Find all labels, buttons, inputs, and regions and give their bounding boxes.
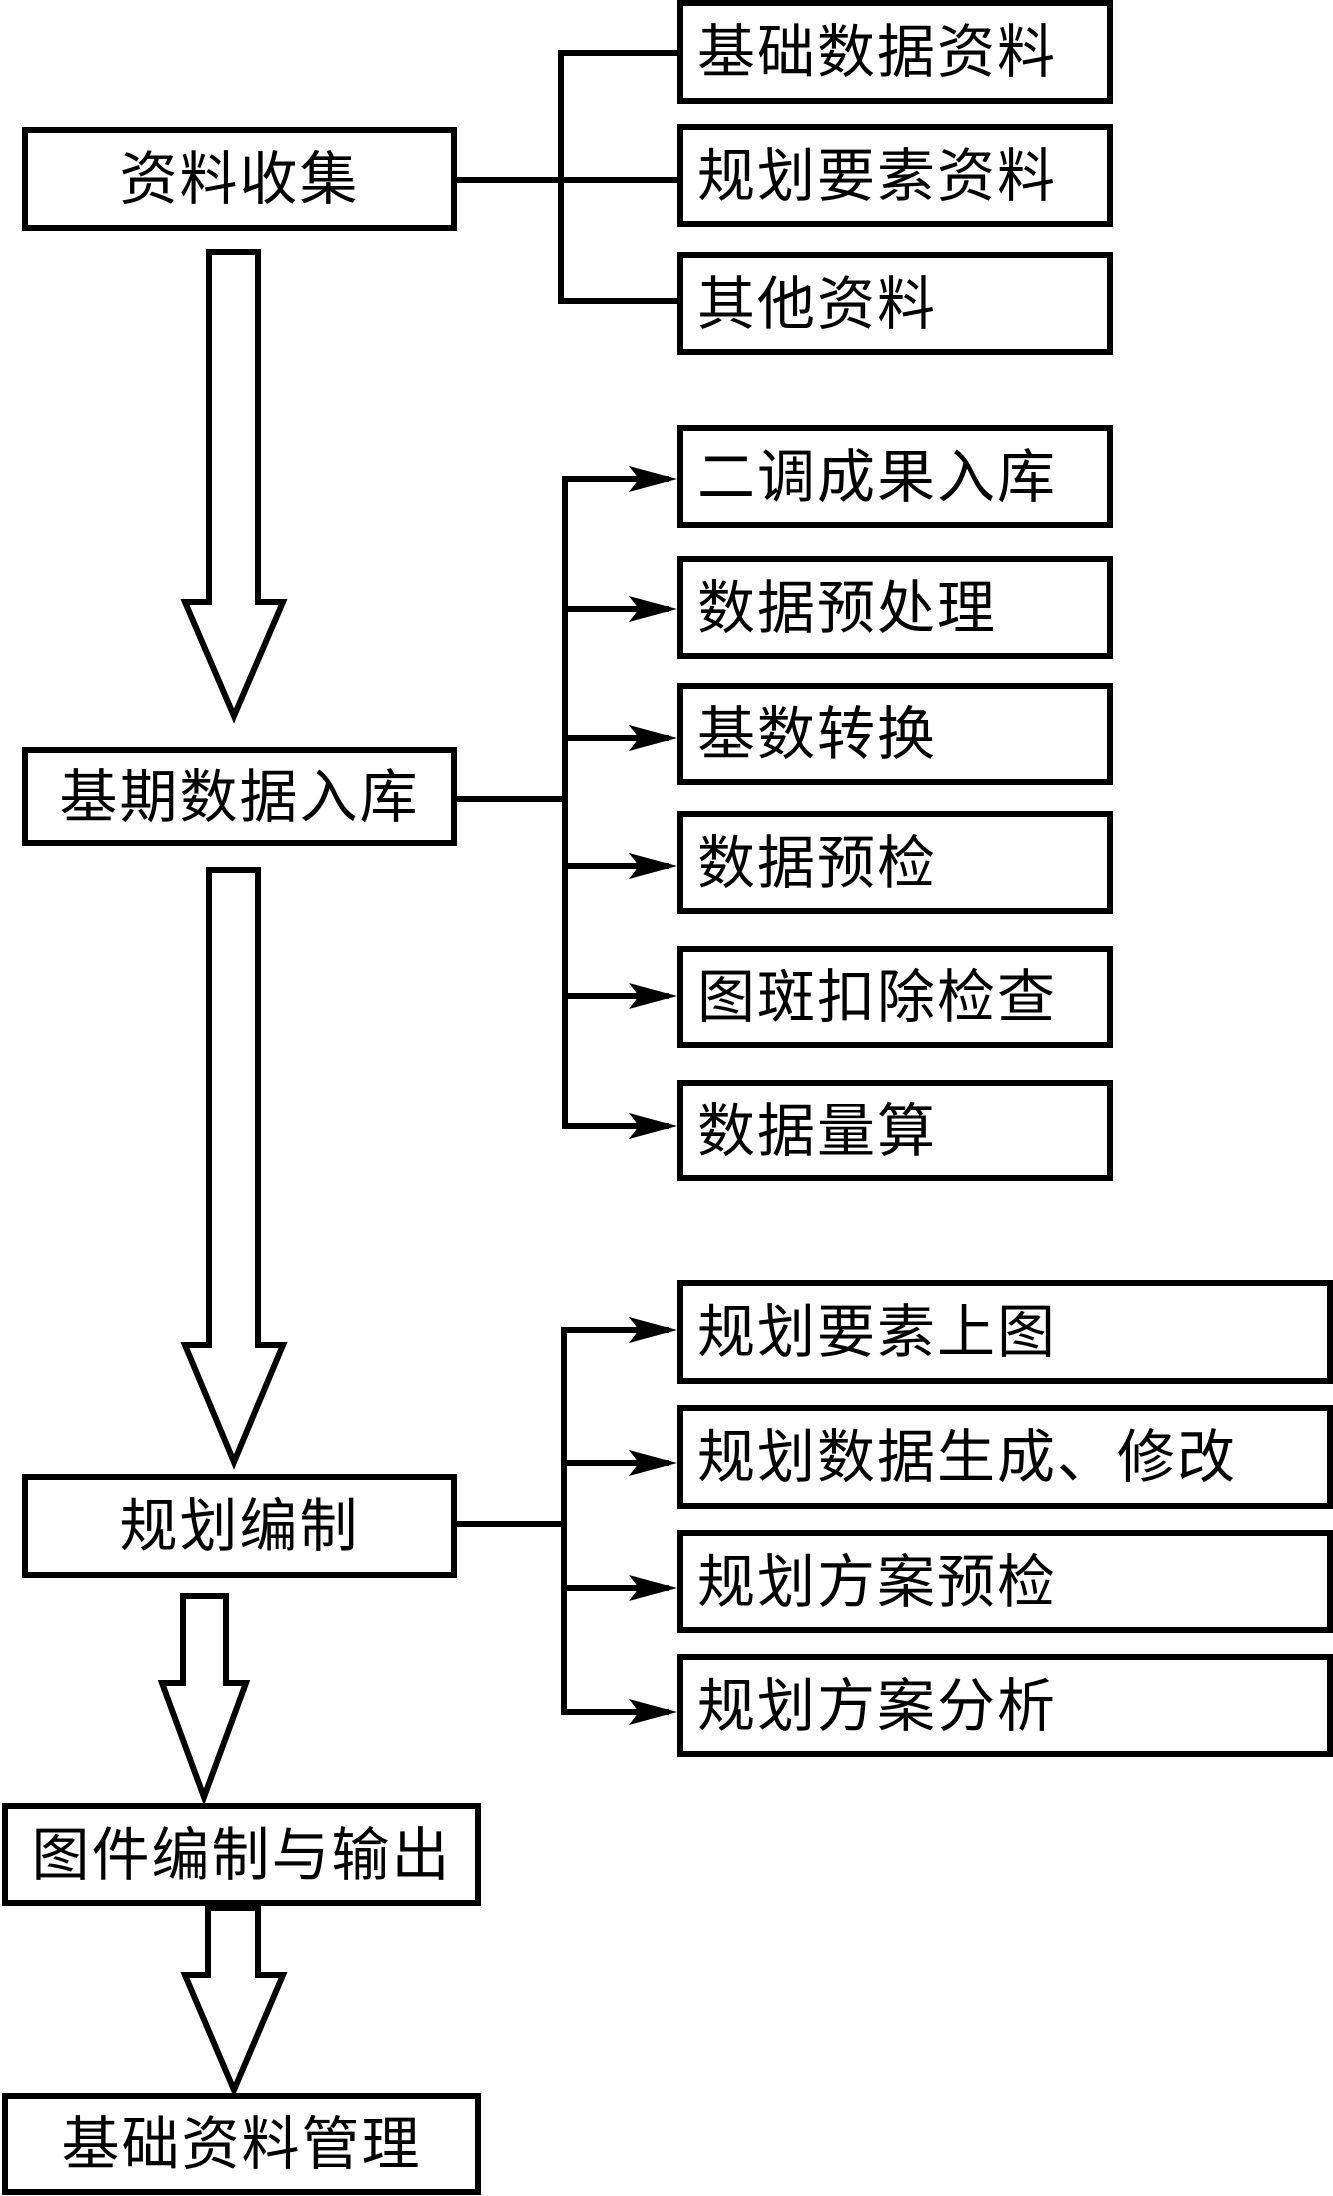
step-box-plan-compilation: 规划编制 — [22, 1474, 457, 1578]
branch-3-arrowhead-icon-2 — [629, 1450, 677, 1476]
substep-box-plan-precheck: 规划方案预检 — [677, 1530, 1333, 1633]
step-box-basic-data-management: 基础资料管理 — [2, 2093, 481, 2195]
branch-2-arrowhead-icon-6 — [629, 1113, 677, 1139]
flow-arrow-4 — [180, 1905, 288, 2098]
substep-box-preprocessing: 数据预处理 — [677, 556, 1113, 659]
flow-arrow-1 — [180, 249, 288, 724]
substep-box-planning-elements: 规划要素资料 — [677, 124, 1113, 227]
step-label: 规划编制 — [119, 1492, 360, 1560]
step-label: 基期数据入库 — [59, 762, 420, 831]
substep-label: 规划要素上图 — [697, 1298, 1058, 1366]
branch-3-arrowhead-icon-4 — [629, 1699, 677, 1725]
branch-2-arrowhead-icon-1 — [629, 466, 677, 492]
substep-box-base-conversion: 基数转换 — [677, 683, 1113, 785]
flow-arrow-2 — [180, 867, 288, 1470]
substep-label: 基础数据资料 — [697, 18, 1058, 86]
branch-2-arrowhead-icon-3 — [629, 725, 677, 751]
substep-label: 图斑扣除检查 — [697, 963, 1058, 1031]
substep-label: 二调成果入库 — [697, 442, 1058, 511]
substep-label: 基数转换 — [697, 700, 938, 768]
substep-box-patch-deduction-check: 图斑扣除检查 — [677, 946, 1113, 1048]
substep-label: 规划方案分析 — [697, 1671, 1058, 1740]
branch-2-arrowhead-icon-5 — [629, 983, 677, 1009]
branch-3-arrowhead-icon-1 — [629, 1317, 677, 1343]
substep-label: 数据量算 — [697, 1096, 938, 1165]
substep-label: 其他资料 — [697, 269, 938, 338]
substep-box-other-data: 其他资料 — [677, 252, 1113, 355]
branch-3-arrowhead-icon-3 — [629, 1575, 677, 1601]
substep-label: 规划数据生成、修改 — [697, 1423, 1238, 1491]
branch-connector-2 — [456, 466, 677, 1139]
substep-box-plan-analysis: 规划方案分析 — [677, 1654, 1333, 1757]
substep-box-survey-import: 二调成果入库 — [677, 425, 1113, 528]
substep-label: 数据预检 — [697, 828, 938, 897]
substep-label: 规划方案预检 — [697, 1547, 1058, 1616]
step-label: 基础资料管理 — [61, 2110, 422, 2178]
branch-connector-3 — [456, 1317, 677, 1725]
step-label: 资料收集 — [119, 145, 360, 213]
step-box-map-compilation-output: 图件编制与输出 — [2, 1803, 481, 1906]
step-box-data-collection: 资料收集 — [22, 127, 457, 231]
substep-box-elements-mapping: 规划要素上图 — [677, 1280, 1333, 1384]
branch-connector-1 — [456, 50, 680, 304]
branch-2-arrowhead-icon-2 — [629, 596, 677, 622]
step-box-baseline-data-import: 基期数据入库 — [22, 747, 457, 846]
substep-box-data-generation-edit: 规划数据生成、修改 — [677, 1405, 1333, 1509]
substep-box-basic-data: 基础数据资料 — [677, 0, 1113, 104]
substep-label: 数据预处理 — [697, 573, 998, 642]
substep-label: 规划要素资料 — [697, 141, 1058, 210]
branch-2-arrowhead-icon-4 — [629, 853, 677, 879]
substep-box-precheck: 数据预检 — [677, 811, 1113, 914]
flow-arrow-3 — [157, 1593, 251, 1806]
substep-box-data-measurement: 数据量算 — [677, 1080, 1113, 1181]
step-label: 图件编制与输出 — [31, 1820, 452, 1889]
